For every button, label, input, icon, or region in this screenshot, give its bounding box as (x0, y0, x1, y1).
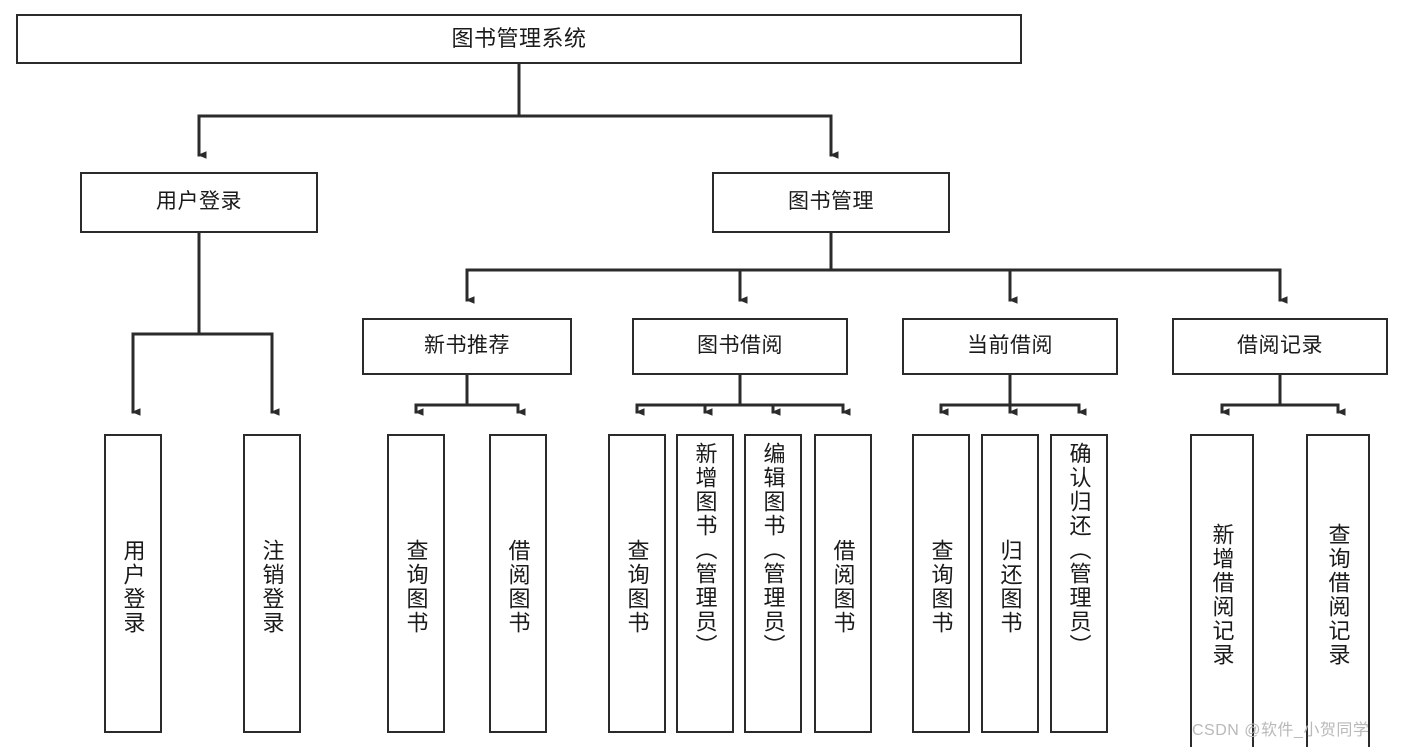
leaf-current-return-book[interactable]: 归还图书 (981, 434, 1039, 733)
leaf-borrow-query-book[interactable]: 查询图书 (608, 434, 666, 733)
node-root-label: 图书管理系统 (451, 26, 587, 52)
node-book-borrow[interactable]: 图书借阅 (632, 318, 848, 375)
leaf-current-confirm-return-admin[interactable]: 确认归还（管理员） (1050, 434, 1108, 733)
node-root[interactable]: 图书管理系统 (16, 14, 1022, 64)
node-user-login-label: 用户登录 (156, 190, 242, 214)
node-current-borrow[interactable]: 当前借阅 (902, 318, 1118, 375)
leaf-current-confirm-return-admin-label: 确认归还（管理员） (1066, 442, 1092, 658)
leaf-borrow-query-book-label: 查询图书 (624, 538, 650, 635)
node-new-book-recommend-label: 新书推荐 (424, 334, 510, 358)
leaf-newbook-query-book-label: 查询图书 (403, 538, 429, 635)
leaf-borrow-edit-book-admin[interactable]: 编辑图书（管理员） (744, 434, 802, 733)
leaf-borrow-edit-book-admin-label: 编辑图书（管理员） (760, 442, 786, 658)
node-new-book-recommend[interactable]: 新书推荐 (362, 318, 572, 375)
leaf-record-add-borrow-record[interactable]: 新增借阅记录 (1190, 434, 1254, 747)
leaf-record-add-borrow-record-label: 新增借阅记录 (1209, 523, 1235, 667)
leaf-user-logout-label: 注销登录 (259, 538, 285, 635)
node-borrow-record-label: 借阅记录 (1237, 334, 1323, 358)
node-book-management[interactable]: 图书管理 (712, 172, 950, 233)
leaf-borrow-borrow-book[interactable]: 借阅图书 (814, 434, 872, 733)
leaf-user-login[interactable]: 用户登录 (104, 434, 162, 733)
leaf-record-query-borrow-record-label: 查询借阅记录 (1325, 523, 1351, 667)
leaf-newbook-borrow-book[interactable]: 借阅图书 (489, 434, 547, 733)
leaf-user-login-label: 用户登录 (120, 538, 146, 635)
leaf-borrow-add-book-admin[interactable]: 新增图书（管理员） (676, 434, 734, 733)
csdn-watermark: CSDN @软件_小贺同学 (1192, 722, 1370, 739)
node-book-management-label: 图书管理 (788, 190, 874, 214)
leaf-record-query-borrow-record[interactable]: 查询借阅记录 (1306, 434, 1370, 747)
leaf-current-return-book-label: 归还图书 (997, 538, 1023, 635)
leaf-current-query-book[interactable]: 查询图书 (912, 434, 970, 733)
node-borrow-record[interactable]: 借阅记录 (1172, 318, 1388, 375)
node-book-borrow-label: 图书借阅 (697, 334, 783, 358)
leaf-current-query-book-label: 查询图书 (928, 538, 954, 635)
leaf-borrow-add-book-admin-label: 新增图书（管理员） (692, 442, 718, 658)
leaf-newbook-borrow-book-label: 借阅图书 (505, 538, 531, 635)
node-current-borrow-label: 当前借阅 (967, 334, 1053, 358)
leaf-borrow-borrow-book-label: 借阅图书 (830, 538, 856, 635)
leaf-user-logout[interactable]: 注销登录 (243, 434, 301, 733)
node-user-login[interactable]: 用户登录 (80, 172, 318, 233)
leaf-newbook-query-book[interactable]: 查询图书 (387, 434, 445, 733)
